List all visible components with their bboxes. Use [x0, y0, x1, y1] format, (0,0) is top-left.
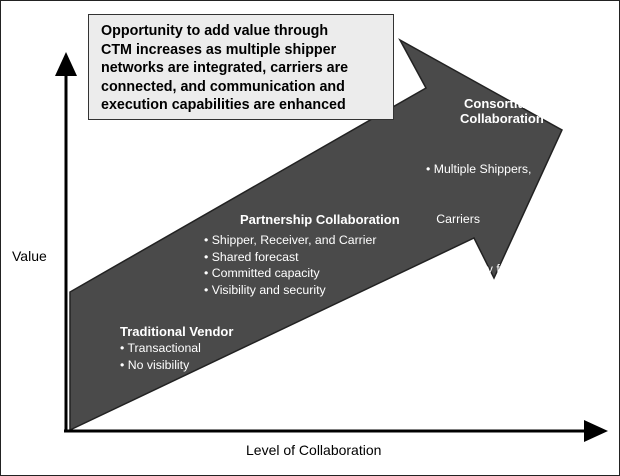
- partnership-collaboration-bullets: • Shipper, Receiver, and Carrier • Share…: [204, 232, 376, 298]
- list-item: • Information Hub: [426, 311, 522, 326]
- x-axis-label: Level of Collaboration: [246, 442, 382, 458]
- list-item: • No visibility: [120, 357, 190, 372]
- traditional-vendor-title: Traditional Vendor: [120, 324, 234, 339]
- traditional-vendor-bullets: • Transactional • No visibility: [120, 340, 201, 373]
- list-item: • Shipper, Receiver, and Carrier: [204, 233, 377, 247]
- value-callout-box: Opportunity to add value through CTM inc…: [88, 14, 394, 120]
- consortium-title-line-2: Collaboration: [460, 111, 544, 126]
- x-axis-arrowhead: [584, 420, 608, 442]
- list-item: • Transactional: [120, 341, 201, 355]
- callout-line: CTM increases as multiple shipper: [101, 41, 337, 58]
- consortium-title-line-1: Consortium: [464, 96, 537, 111]
- collaboration-arrow: [69, 38, 563, 432]
- y-axis-label: Value: [12, 248, 47, 264]
- callout-line: networks are integrated, carriers are: [101, 60, 349, 77]
- callout-line: Opportunity to add value through: [101, 23, 329, 39]
- callout-line: execution capabilities are enhanced: [101, 97, 346, 114]
- list-item: • Third-party facilitation: [426, 261, 552, 276]
- list-item: management: [426, 411, 509, 426]
- y-axis-arrowhead: [55, 52, 77, 76]
- list-item: Carriers: [426, 211, 480, 226]
- consortium-collaboration-bullets: • Multiple Shippers, Carriers • Third-pa…: [426, 128, 551, 443]
- list-item: • Shared forecast: [204, 249, 299, 264]
- list-item: • Committed capacity: [204, 266, 320, 281]
- list-item: • Relationship: [426, 361, 502, 376]
- partnership-collaboration-title: Partnership Collaboration: [240, 212, 400, 227]
- list-item: • Multiple Shippers,: [426, 162, 532, 177]
- callout-line: connected, and communication and: [101, 78, 345, 95]
- list-item: • Visibility and security: [204, 282, 326, 297]
